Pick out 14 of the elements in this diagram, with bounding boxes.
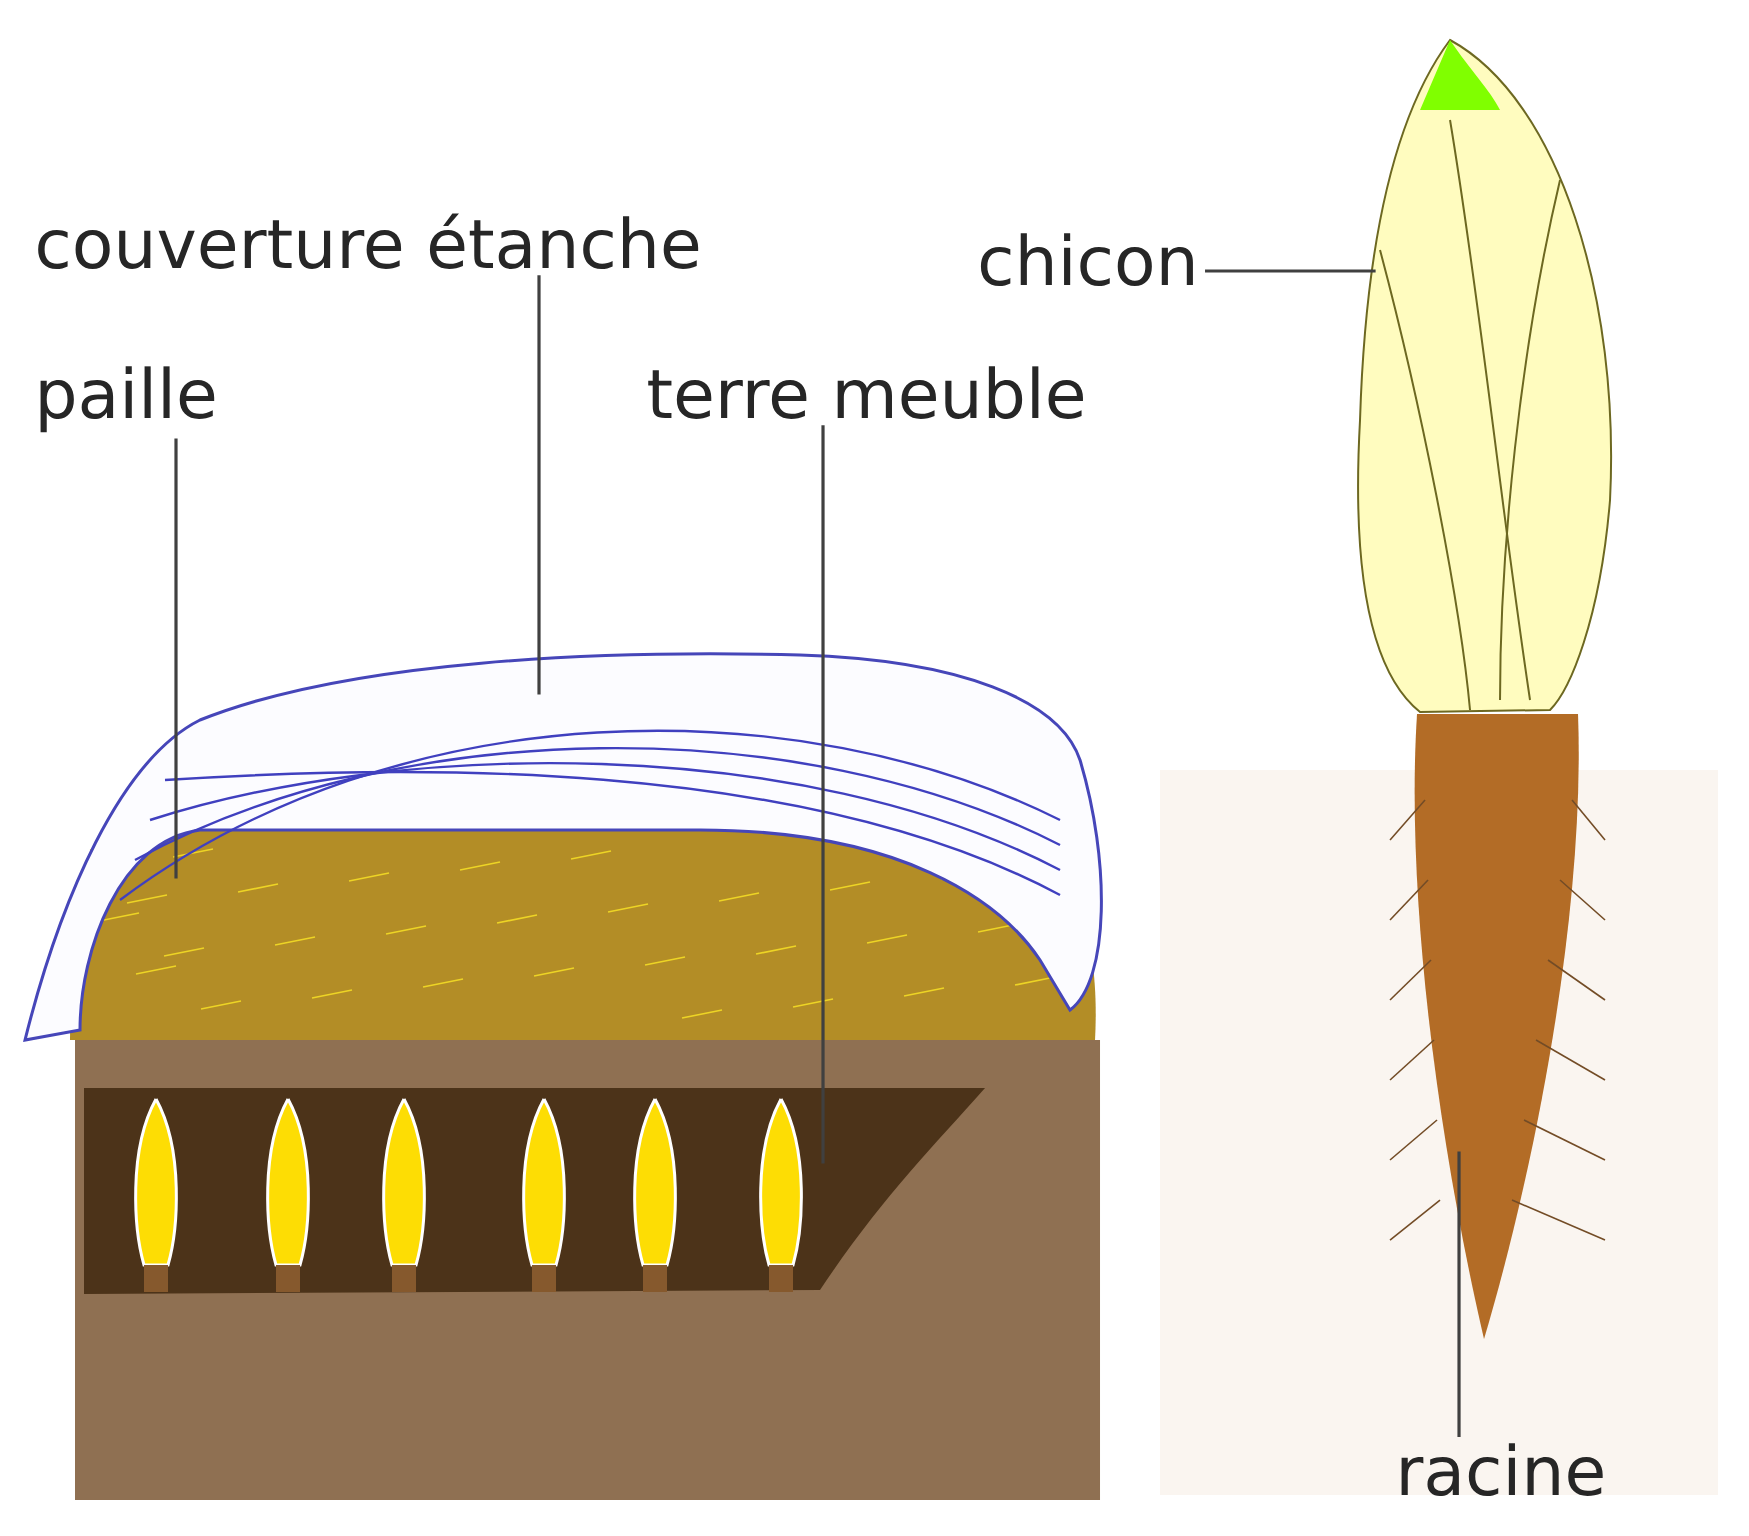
- root-drawing: [1389, 714, 1606, 1339]
- leader-line: [537, 275, 541, 695]
- leader-line: [821, 425, 825, 1164]
- leader-line: [1457, 1151, 1461, 1437]
- cloth-cover-drawing: [23, 652, 1103, 1042]
- callout-label: terre meuble: [648, 366, 1083, 419]
- leader-line: [1205, 269, 1376, 273]
- callout-label: chicon: [980, 233, 1193, 286]
- chicon-head-drawing: [1357, 39, 1613, 713]
- leader-line: [174, 438, 178, 879]
- soil-trench-drawing: [75, 1040, 1100, 1500]
- callout-label: paille: [40, 366, 215, 433]
- callout-label: racine: [1401, 1443, 1603, 1496]
- callout-label: couverture étanche: [38, 213, 699, 269]
